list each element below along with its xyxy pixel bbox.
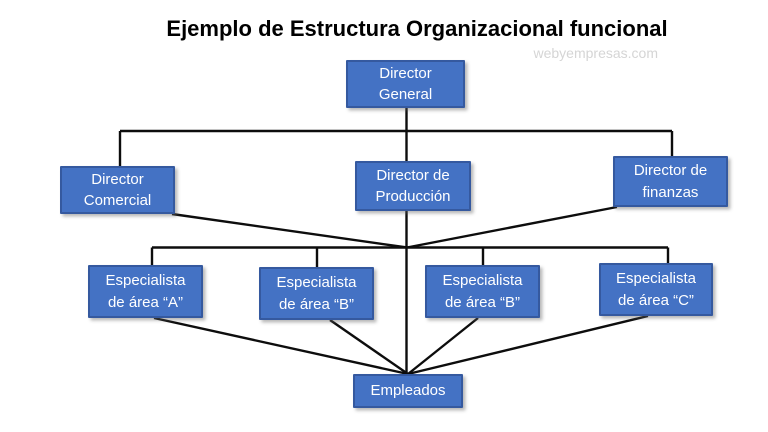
org-node-especialista-b1-label: Especialista de área “B” — [276, 274, 357, 313]
connector-espb2-empleados — [407, 317, 479, 375]
org-node-especialista-c-label: Especialista de área “C” — [615, 270, 697, 309]
connector-comercial-junction — [171, 212, 408, 249]
org-node-especialista-b2-label: Especialista de área “B” — [442, 272, 523, 311]
org-node-empleados-label: Empleados — [370, 382, 446, 400]
org-node-director-produccion-label: Director de Producción — [375, 166, 451, 205]
page-title: Ejemplo de Estructura Organizacional fun… — [166, 16, 668, 41]
connector-finanzas-junction — [406, 205, 618, 249]
org-node-especialista-a: Especialista de área “A” — [88, 265, 203, 318]
connector-espb1-empleados — [329, 319, 409, 375]
org-node-especialista-a-label: Especialista de área “A” — [105, 272, 186, 311]
org-node-especialista-c: Especialista de área “C” — [599, 263, 713, 316]
org-node-empleados: Empleados — [353, 374, 463, 408]
connector-espc-empleados — [407, 314, 649, 376]
org-node-director-comercial: Director Comercial — [60, 166, 175, 214]
org-node-director-finanzas: Director de finanzas — [613, 156, 728, 207]
org-node-director-produccion: Director de Producción — [355, 161, 471, 211]
org-node-director-finanzas-label: Director de finanzas — [633, 162, 708, 201]
org-node-especialista-b1: Especialista de área “B” — [259, 267, 374, 320]
org-node-director-general-label: Director General — [378, 64, 433, 103]
org-node-director-general: Director General — [346, 60, 465, 108]
org-node-director-comercial-label: Director Comercial — [83, 170, 152, 209]
connector-espa-empleados — [153, 316, 409, 376]
watermark-text: webyempresas.com — [533, 45, 659, 61]
org-node-especialista-b2: Especialista de área “B” — [425, 265, 540, 318]
